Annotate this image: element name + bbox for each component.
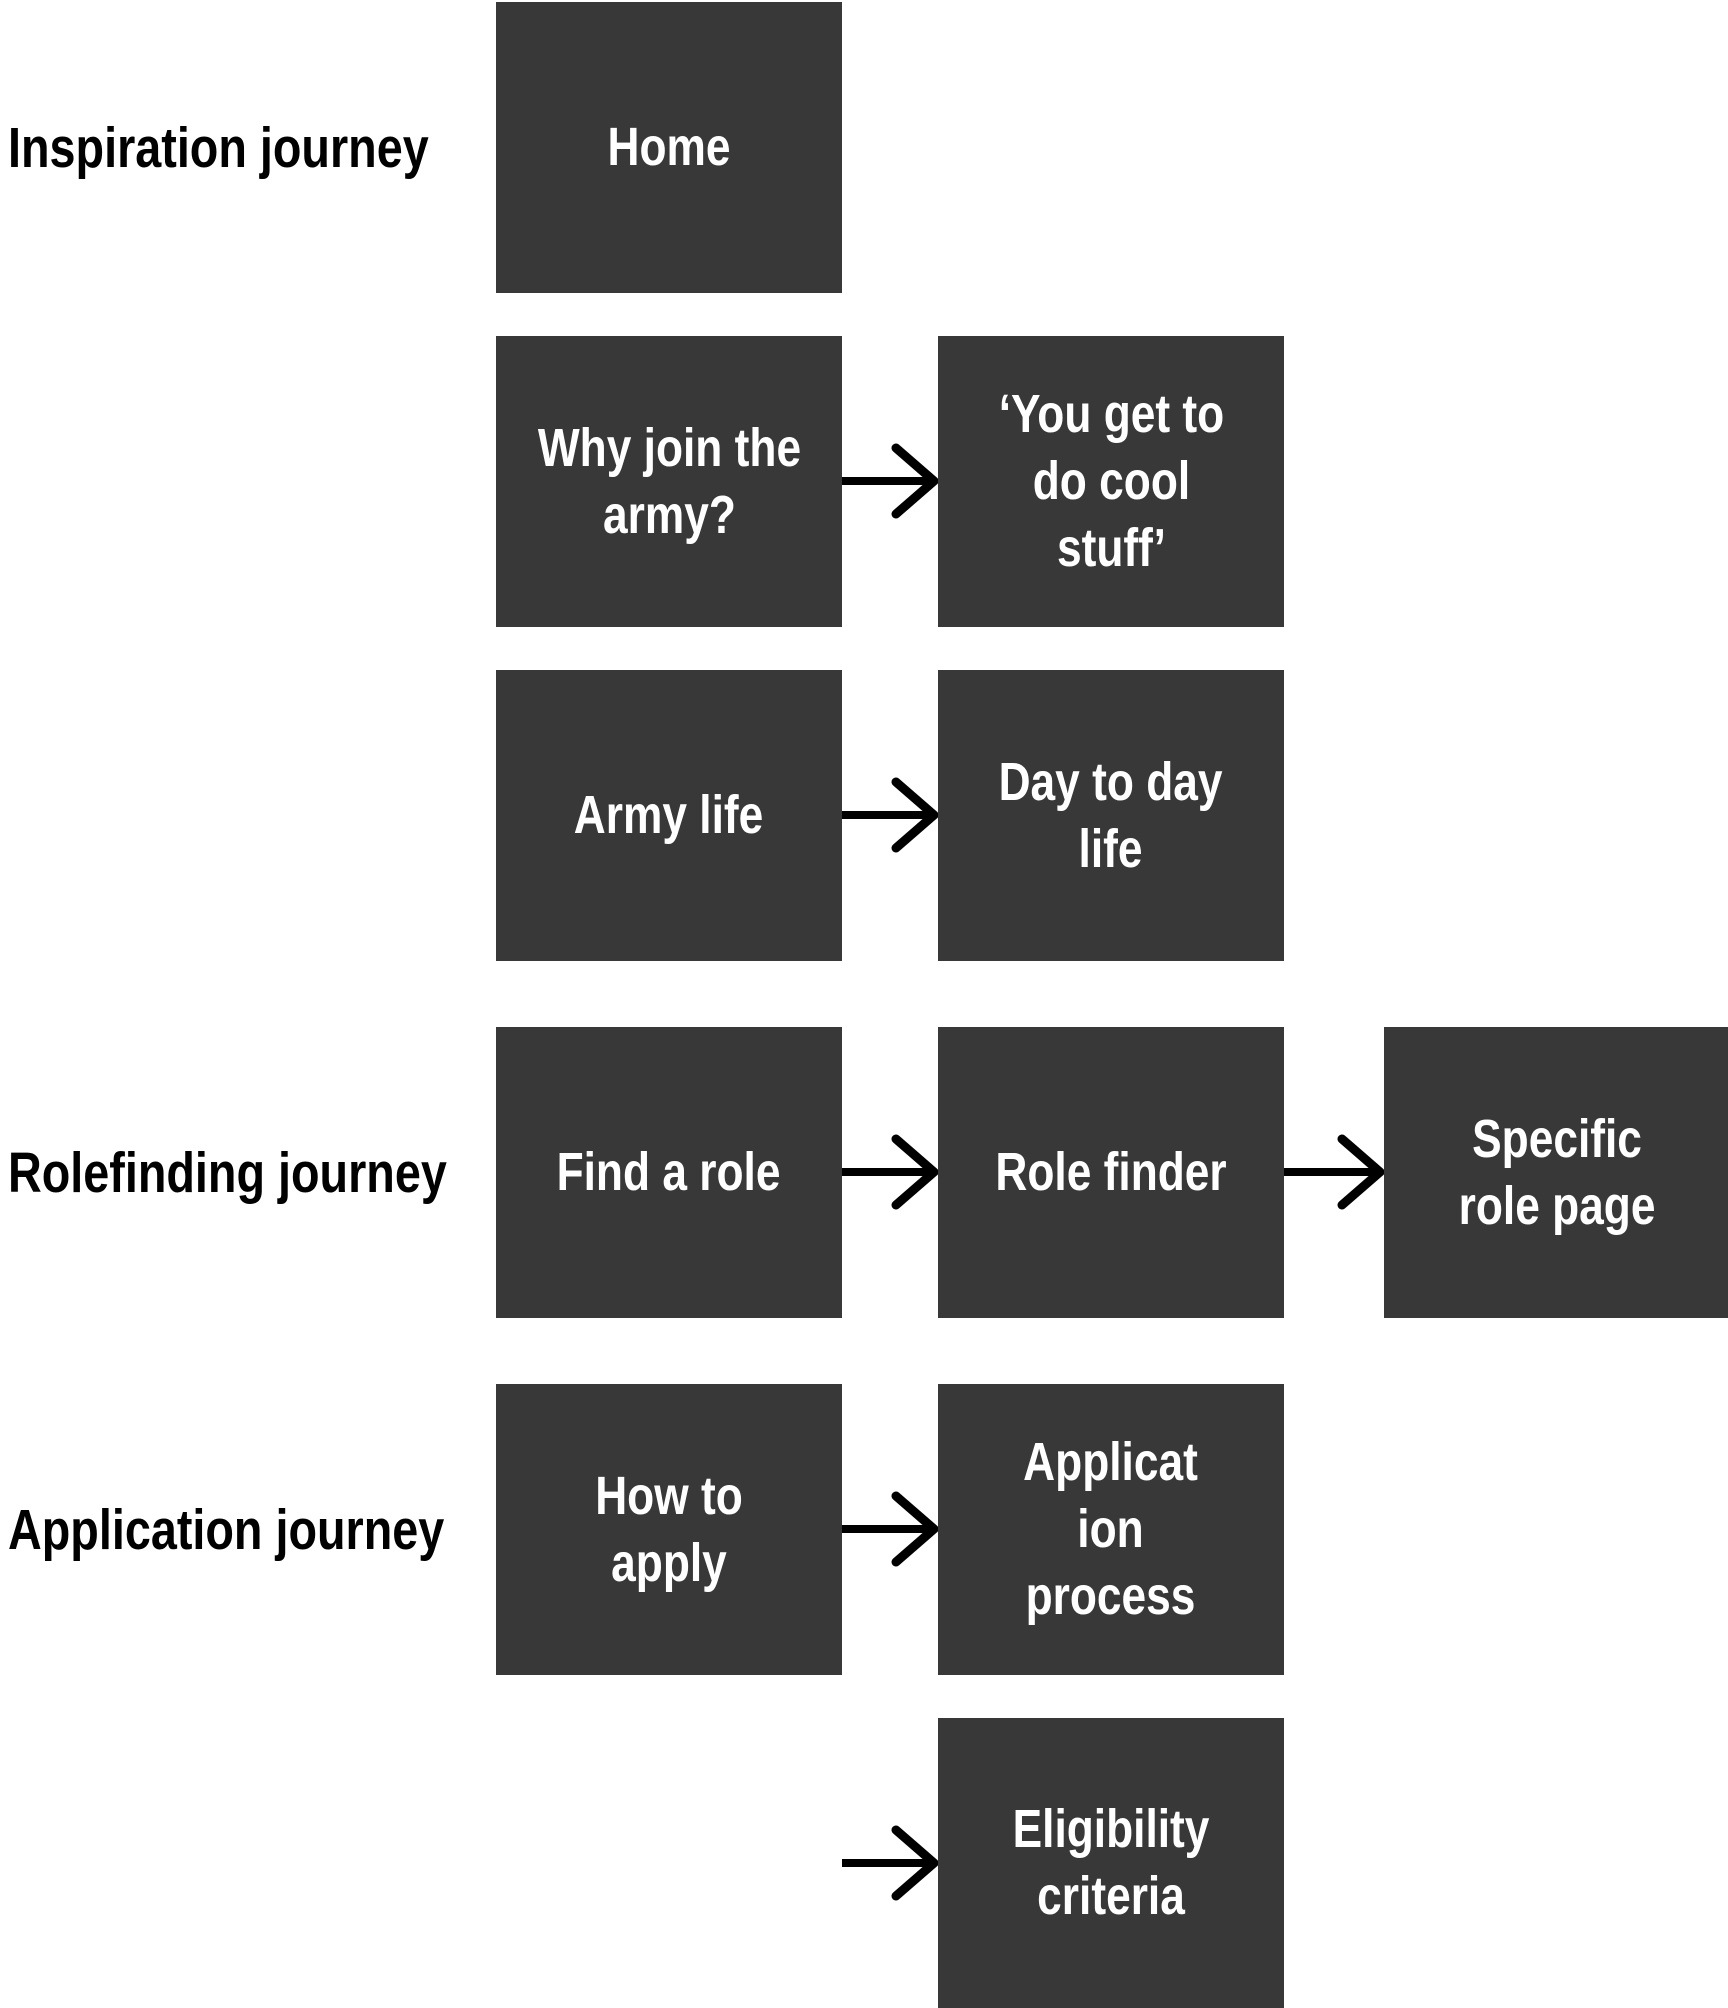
node-find-a-role-label: Find a role <box>557 1142 781 1202</box>
node-why-join-the-army: Why join the army? <box>496 336 842 627</box>
arrow-find-a-role-to-role-finder-icon <box>842 1134 938 1210</box>
node-specific-role-page: Specific role page <box>1384 1027 1728 1318</box>
arrow-to-eligibility-criteria-icon <box>842 1825 938 1901</box>
node-you-get-to-do-cool-stuff-label: ‘You get to do cool stuff’ <box>998 384 1224 578</box>
journey-label-rolefinding-text: Rolefinding journey <box>8 1140 447 1205</box>
arrow-how-to-apply-to-application-process-icon <box>842 1491 938 1567</box>
node-eligibility-criteria: Eligibility criteria <box>938 1718 1284 2008</box>
node-day-to-day-life: Day to day life <box>938 670 1284 961</box>
node-you-get-to-do-cool-stuff: ‘You get to do cool stuff’ <box>938 336 1284 627</box>
node-eligibility-criteria-label: Eligibility criteria <box>1012 1799 1210 1926</box>
node-how-to-apply-label: How to apply <box>595 1465 743 1593</box>
node-army-life: Army life <box>496 670 842 961</box>
journey-label-inspiration: Inspiration journey <box>8 2 521 293</box>
arrow-why-join-to-cool-stuff-icon <box>842 443 938 519</box>
node-application-process: Applicat ion process <box>938 1384 1284 1675</box>
journey-label-application: Application journey <box>8 1384 540 1675</box>
node-army-life-label: Army life <box>574 785 764 845</box>
node-application-process-label: Applicat ion process <box>1023 1432 1199 1626</box>
node-home: Home <box>496 2 842 293</box>
node-home-label: Home <box>607 117 731 177</box>
node-why-join-the-army-label: Why join the army? <box>537 417 801 545</box>
node-role-finder: Role finder <box>938 1027 1284 1318</box>
journey-label-application-text: Application journey <box>8 1497 445 1562</box>
node-specific-role-page-label: Specific role page <box>1458 1108 1656 1236</box>
arrow-army-life-to-day-to-day-icon <box>842 777 938 853</box>
node-how-to-apply: How to apply <box>496 1384 842 1675</box>
arrow-role-finder-to-specific-role-page-icon <box>1284 1134 1384 1210</box>
node-role-finder-label: Role finder <box>995 1142 1227 1202</box>
journey-label-rolefinding: Rolefinding journey <box>8 1027 543 1318</box>
journey-label-inspiration-text: Inspiration journey <box>8 115 429 180</box>
node-day-to-day-life-label: Day to day life <box>999 751 1223 879</box>
node-find-a-role: Find a role <box>496 1027 842 1318</box>
